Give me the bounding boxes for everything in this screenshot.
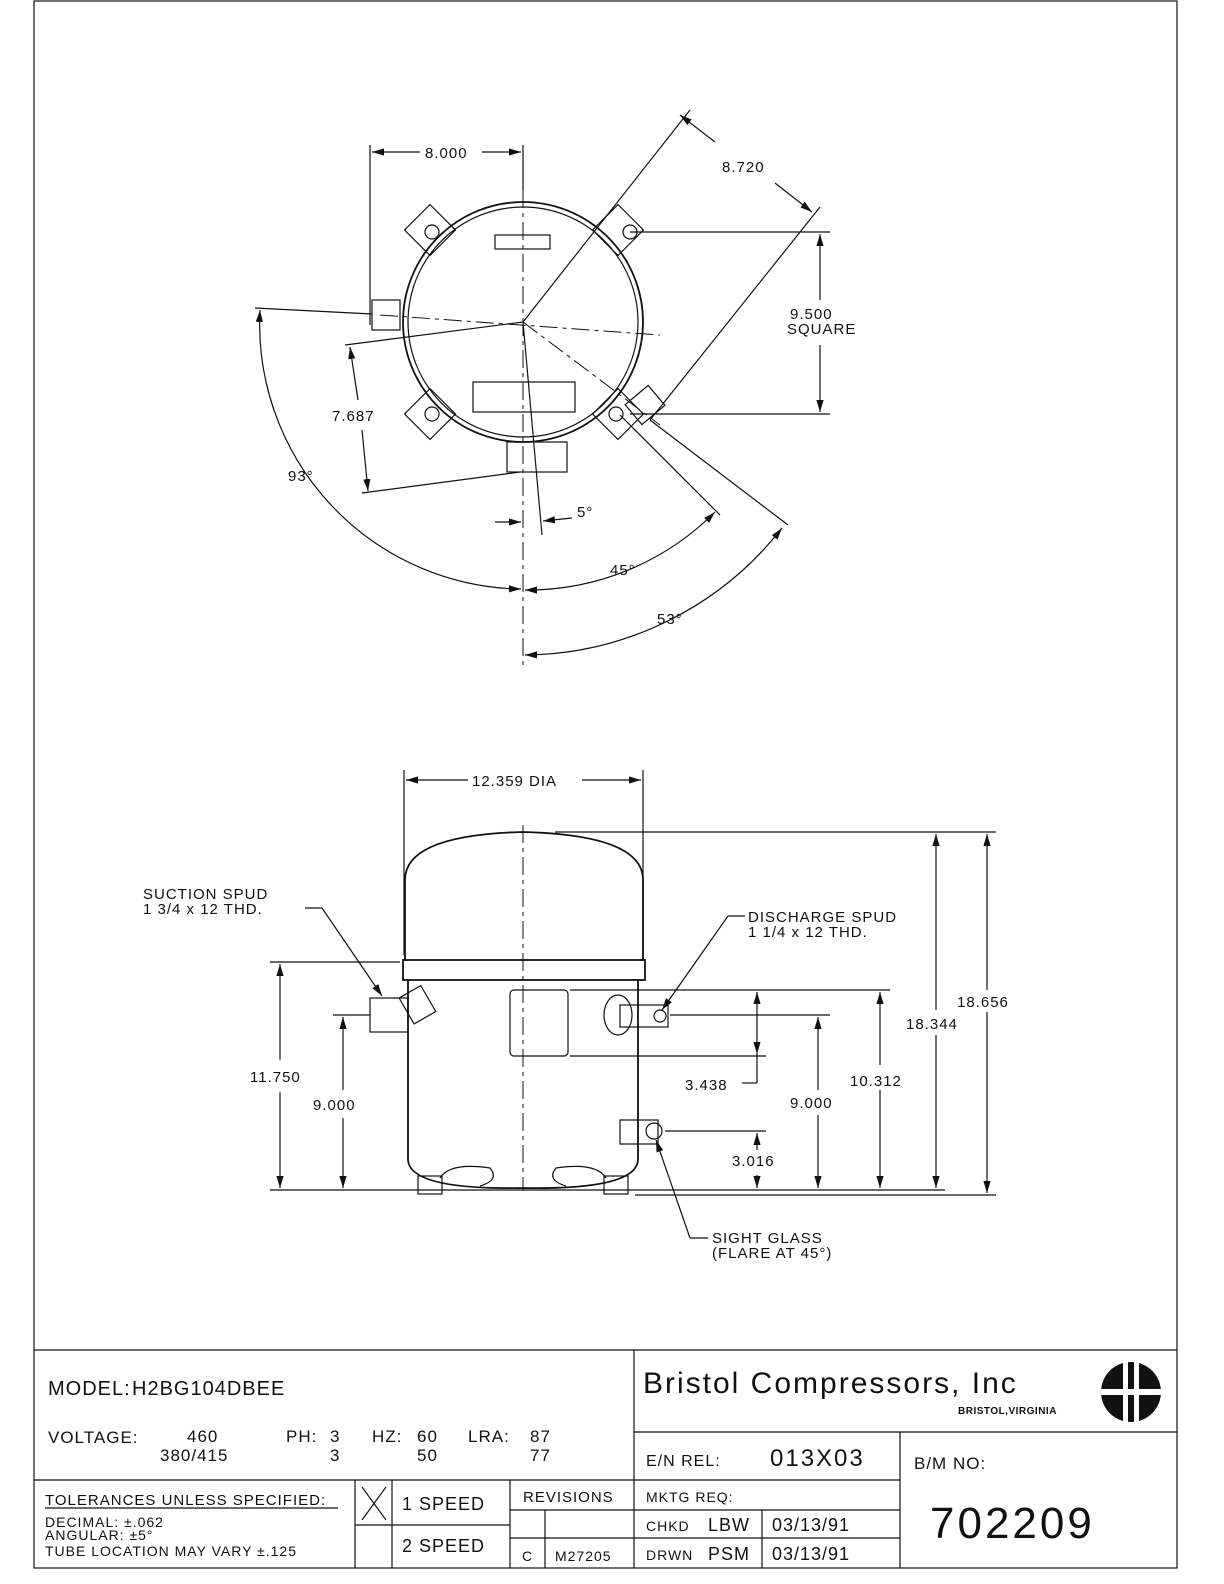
- hz-1: 60: [417, 1427, 438, 1446]
- top-view: 8.000 8.720 9.500 SQUARE 7.687 93° 5° 45…: [254, 109, 856, 665]
- bm-number: 702209: [930, 1499, 1095, 1548]
- chkd-date: 03/13/91: [772, 1515, 850, 1535]
- discharge-spud-label: DISCHARGE SPUD: [748, 909, 897, 926]
- suction-spud-thread: 1 3/4 x 12 THD.: [143, 901, 263, 918]
- model-number: H2BG104DBEE: [132, 1378, 285, 1400]
- chkd-by: LBW: [708, 1515, 750, 1535]
- dim-53deg: 53°: [657, 611, 683, 628]
- hz-2: 50: [417, 1446, 438, 1465]
- voltage-label: VOLTAGE:: [48, 1428, 139, 1447]
- sight-glass-flare: (FLARE AT 45°): [712, 1245, 832, 1262]
- dim-7687: 7.687: [332, 408, 375, 425]
- lra-1: 87: [530, 1427, 551, 1446]
- ph-2: 3: [330, 1446, 340, 1465]
- lra-label: LRA:: [468, 1427, 510, 1446]
- dim-45deg: 45°: [610, 562, 636, 579]
- dim-93deg: 93°: [288, 468, 314, 485]
- mktg-req-label: MKTG REQ:: [646, 1489, 734, 1505]
- company-name: Bristol Compressors, Inc: [643, 1367, 1018, 1400]
- dim-3438: 3.438: [685, 1077, 728, 1094]
- ph-label: PH:: [286, 1427, 317, 1446]
- dim-3016: 3.016: [732, 1153, 775, 1170]
- revisions-label: REVISIONS: [523, 1489, 614, 1506]
- revision-number: M27205: [555, 1548, 612, 1564]
- dim-8000: 8.000: [425, 145, 468, 162]
- revision-letter: C: [522, 1548, 532, 1564]
- drwn-by: PSM: [708, 1544, 750, 1564]
- sight-glass-label: SIGHT GLASS: [712, 1230, 823, 1247]
- bm-label: B/M NO:: [914, 1454, 986, 1473]
- dim-8720: 8.720: [722, 159, 765, 176]
- voltage-2: 380/415: [160, 1446, 228, 1465]
- model-label: MODEL:: [48, 1378, 131, 1400]
- chkd-label: CHKD: [646, 1518, 690, 1534]
- company-location: BRISTOL,VIRGINIA: [958, 1406, 1057, 1417]
- dim-18656: 18.656: [957, 994, 1009, 1011]
- dim-18344: 18.344: [906, 1016, 958, 1033]
- hz-label: HZ:: [372, 1427, 402, 1446]
- tolerance-decimal: DECIMAL: ±.062: [45, 1514, 164, 1530]
- en-rel-value: 013X03: [770, 1445, 865, 1472]
- bristol-logo: [1099, 1362, 1163, 1422]
- dim-9000-left: 9.000: [313, 1097, 356, 1114]
- lra-2: 77: [530, 1446, 551, 1465]
- speed-1-option: 1 SPEED: [402, 1494, 485, 1514]
- tolerances-title: TOLERANCES UNLESS SPECIFIED:: [45, 1492, 326, 1509]
- drwn-label: DRWN: [646, 1547, 693, 1563]
- dim-square: SQUARE: [787, 321, 856, 338]
- dim-9500: 9.500: [790, 306, 833, 323]
- suction-spud-label: SUCTION SPUD: [143, 886, 268, 903]
- title-block: MODEL: H2BG104DBEE VOLTAGE: 460 380/415 …: [34, 1349, 1177, 1568]
- dim-5deg: 5°: [577, 504, 593, 521]
- side-view: 12.359 DIA SUCTION SPUD 1 3/4 x 12 THD. …: [143, 770, 1009, 1262]
- sheet-border: [33, 0, 1178, 1569]
- tolerance-angular: ANGULAR: ±5°: [45, 1527, 154, 1543]
- en-rel-label: E/N REL:: [646, 1453, 721, 1470]
- discharge-spud-thread: 1 1/4 x 12 THD.: [748, 924, 868, 941]
- dim-10312: 10.312: [850, 1073, 902, 1090]
- drwn-date: 03/13/91: [772, 1544, 850, 1564]
- speed-2-option: 2 SPEED: [402, 1536, 485, 1556]
- dim-11750: 11.750: [250, 1069, 301, 1086]
- dim-diameter: 12.359 DIA: [472, 773, 557, 790]
- dim-9000-right: 9.000: [790, 1095, 833, 1112]
- tolerance-tube: TUBE LOCATION MAY VARY ±.125: [45, 1543, 297, 1559]
- voltage-1: 460: [187, 1427, 218, 1446]
- ph-1: 3: [330, 1427, 340, 1446]
